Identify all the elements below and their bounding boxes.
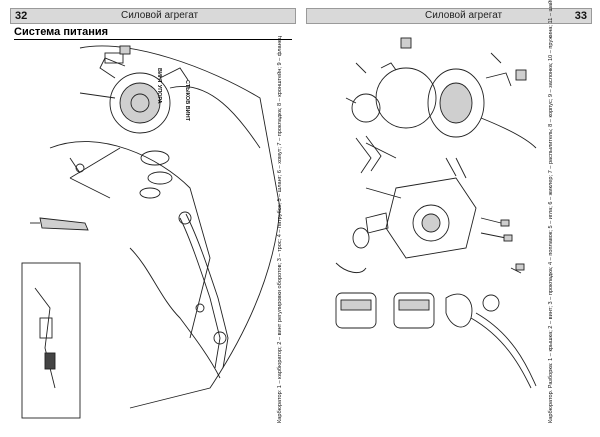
right-page: Силовой агрегат 33 xyxy=(306,0,592,428)
left-page-header: 32 Силовой агрегат xyxy=(10,8,296,24)
label-joint-screw: СТЫКОВ ВИНТ xyxy=(184,80,190,121)
left-figure-caption: Карбюратор: 1 – карбюратор; 2 – винт рег… xyxy=(277,35,283,423)
right-page-header: Силовой агрегат 33 xyxy=(306,8,592,24)
right-page-number: 33 xyxy=(574,10,587,22)
left-page: 32 Силовой агрегат Система питания xyxy=(10,8,296,428)
right-running-title: Силовой агрегат xyxy=(425,10,503,21)
left-page-number: 32 xyxy=(15,10,28,22)
right-figure-caption: Карбюратор. Разборка: 1 – крышка; 2 – ви… xyxy=(548,0,554,423)
carburetor-exploded-view xyxy=(335,37,537,389)
left-running-title: Силовой агрегат xyxy=(121,10,199,21)
fuel-system-illustration xyxy=(21,45,281,419)
label-stop-screw: ВИНТ УПОРА xyxy=(156,68,162,104)
section-title: Система питания xyxy=(14,26,292,40)
